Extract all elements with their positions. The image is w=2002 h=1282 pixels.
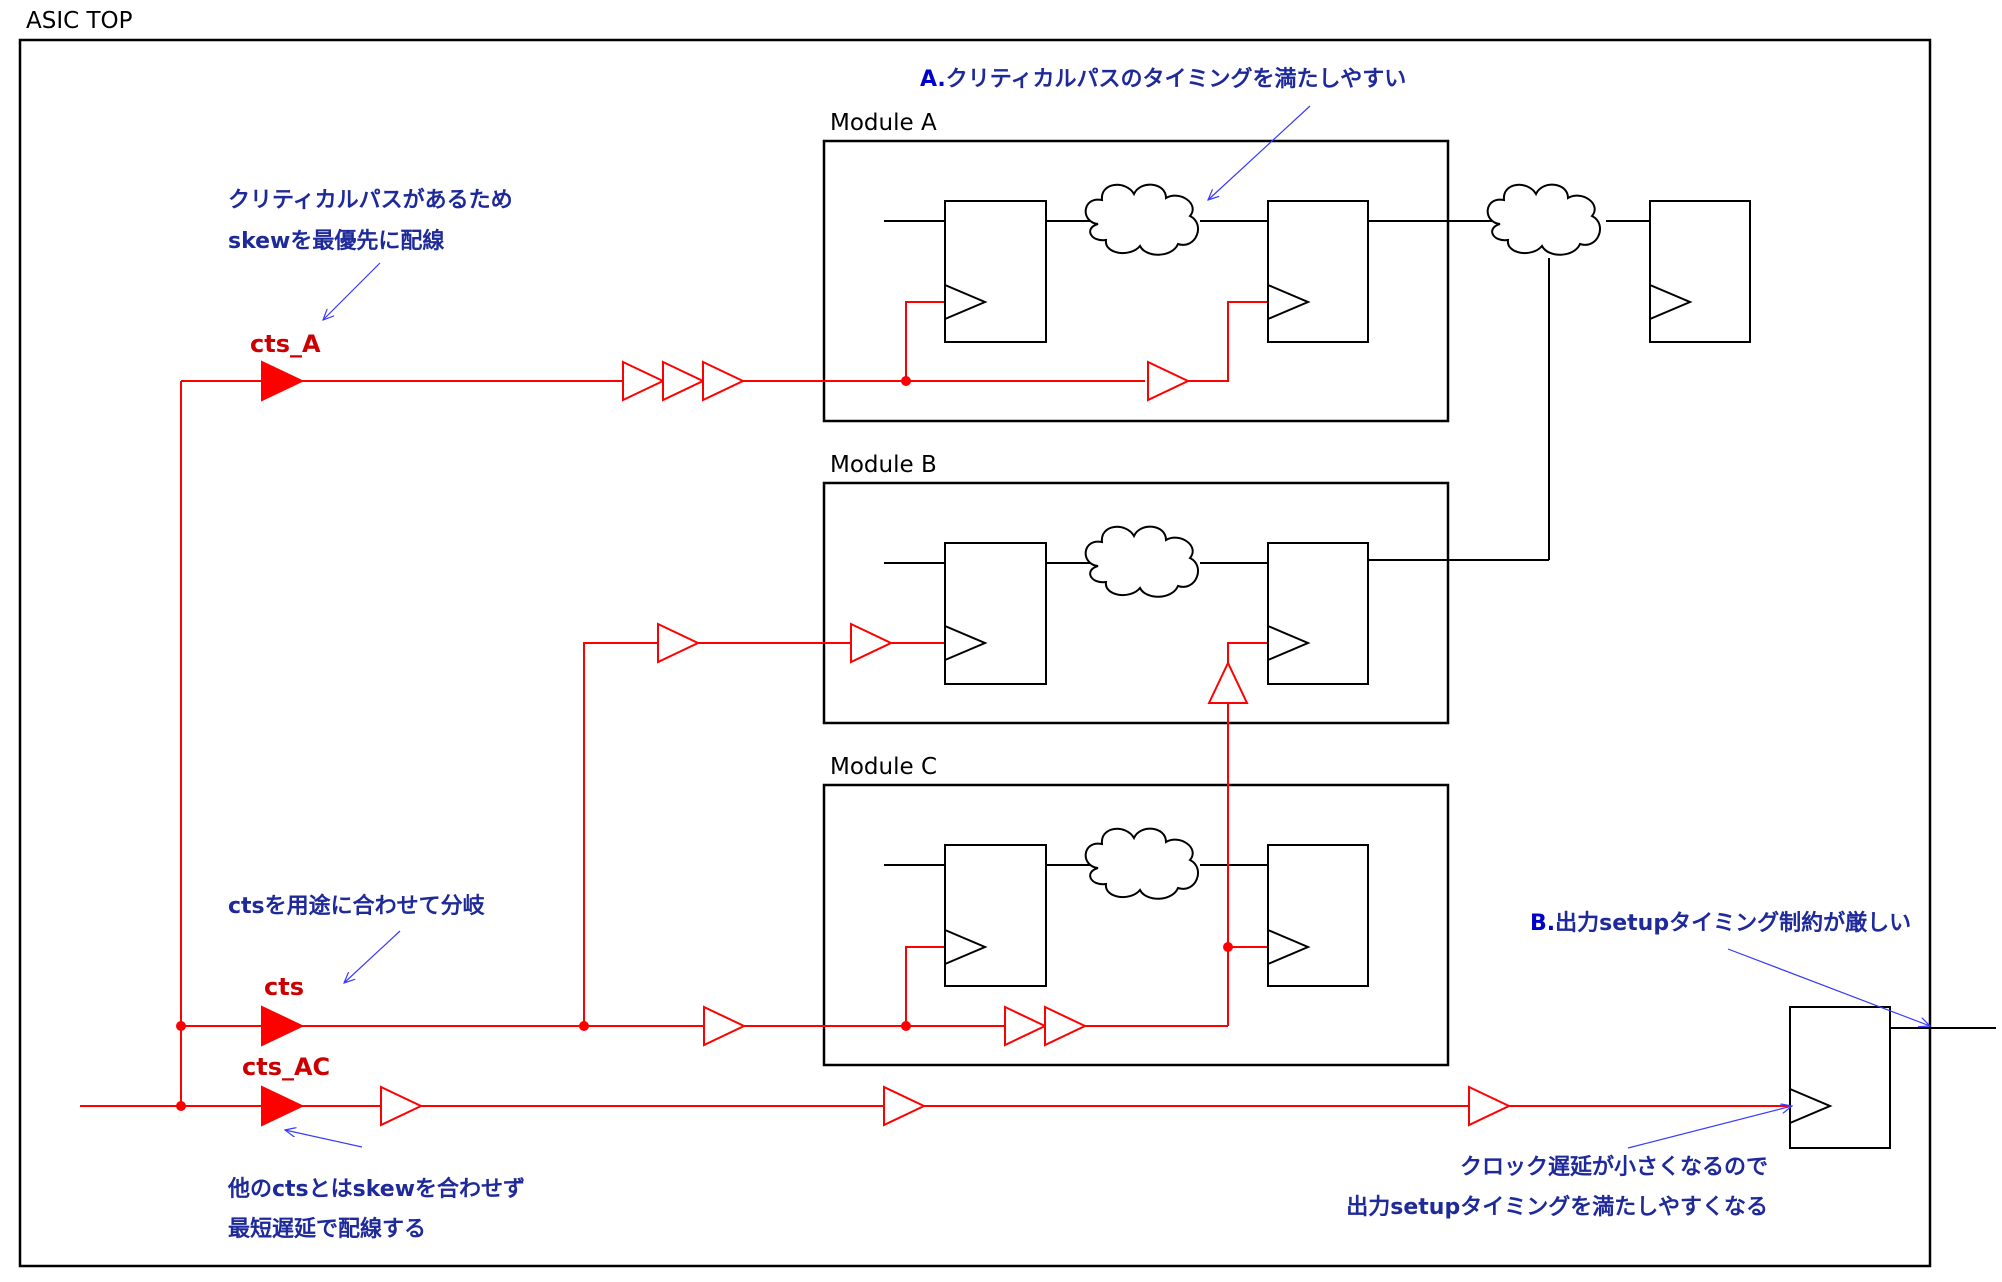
clock-pin-icon xyxy=(1267,929,1311,965)
buffer-icon xyxy=(657,622,701,664)
note-shortest-line2: 最短遅延で配線する xyxy=(228,1216,426,1242)
clock-label-cts-ac: cts_AC xyxy=(242,1053,330,1081)
buffer-icon xyxy=(1147,360,1191,402)
clock-buffers xyxy=(261,360,1512,1127)
data-wires xyxy=(884,220,1996,1029)
module-c-box xyxy=(822,783,1450,1067)
logic-cloud-icon xyxy=(1084,525,1199,598)
note-a: A.クリティカルパスのタイミングを満たしやすい xyxy=(920,66,1406,92)
ff-b1 xyxy=(944,542,1047,685)
buffer-icon xyxy=(850,622,894,664)
note-b-prefix: B. xyxy=(1530,911,1555,936)
clock-pin-icon xyxy=(1267,625,1311,661)
clock-pin-icon xyxy=(1649,284,1693,320)
buffer-icon xyxy=(1207,660,1249,704)
clock-pin-icon xyxy=(1789,1088,1833,1124)
logic-clouds xyxy=(1084,183,1601,900)
logic-cloud-icon xyxy=(1486,183,1601,256)
ff-c1 xyxy=(944,844,1047,987)
note-branch: ctsを用途に合わせて分岐 xyxy=(228,893,486,919)
clock-wires xyxy=(80,301,1790,1107)
buffer-icon xyxy=(703,1005,747,1047)
note-b-text: 出力setupタイミング制約が厳しい xyxy=(1555,910,1911,936)
ff-output xyxy=(1789,1006,1891,1149)
clock-pin-icon xyxy=(944,284,988,320)
flip-flops xyxy=(944,200,1891,1149)
junction-dots xyxy=(176,376,1233,1111)
arrow-note-branch xyxy=(344,930,401,983)
buffer-icon xyxy=(883,1085,927,1127)
buffer-icon xyxy=(622,360,666,402)
buffer-icon xyxy=(380,1085,424,1127)
note-delay-line1: クロック遅延が小さくなるので xyxy=(1460,1154,1768,1180)
module-a-box xyxy=(822,139,1450,423)
driver-cts-icon xyxy=(261,1005,305,1047)
buffer-icon xyxy=(662,360,706,402)
note-shortest-line1: 他のctsとはskewを合わせず xyxy=(227,1176,525,1202)
asic-top-label: ASIC TOP xyxy=(26,8,133,34)
arrow-note-b xyxy=(1727,948,1930,1026)
module-b-box xyxy=(822,481,1450,725)
ff-external xyxy=(1649,200,1751,343)
module-b-label: Module B xyxy=(830,452,937,478)
ff-c2 xyxy=(1267,844,1369,987)
clock-pin-icon xyxy=(944,929,988,965)
buffer-icon xyxy=(1468,1085,1512,1127)
module-c-label: Module C xyxy=(830,754,937,780)
note-critical-line1: クリティカルパスがあるため xyxy=(228,187,513,213)
asic-top-box xyxy=(18,38,1932,1268)
buffer-icon xyxy=(1004,1005,1048,1047)
ff-a1 xyxy=(944,200,1047,343)
note-critical-line2: skewを最優先に配線 xyxy=(228,228,444,254)
clock-pin-icon xyxy=(944,625,988,661)
note-a-prefix: A. xyxy=(920,67,946,92)
driver-cts-ac-icon xyxy=(261,1085,305,1127)
arrow-note-critical xyxy=(323,262,381,320)
logic-cloud-icon xyxy=(1084,827,1199,900)
buffer-icon xyxy=(1044,1005,1088,1047)
ff-a2 xyxy=(1267,200,1369,343)
module-a-label: Module A xyxy=(830,110,937,136)
clock-label-cts: cts xyxy=(264,973,304,1001)
clock-pin-icon xyxy=(1267,284,1311,320)
arrow-note-delay xyxy=(1627,1106,1792,1149)
arrow-note-a xyxy=(1208,105,1311,200)
logic-cloud-icon xyxy=(1084,183,1199,256)
note-a-text: クリティカルパスのタイミングを満たしやすい xyxy=(946,66,1406,92)
annotation-arrows xyxy=(285,105,1930,1149)
driver-cts-a-icon xyxy=(261,360,305,402)
clock-label-cts-a: cts_A xyxy=(250,330,321,358)
buffer-icon xyxy=(702,360,746,402)
note-b: B.出力setupタイミング制約が厳しい xyxy=(1530,910,1911,936)
arrow-note-shortest xyxy=(285,1130,363,1148)
note-delay-line2: 出力setupタイミングを満たしやすくなる xyxy=(1346,1194,1768,1220)
ff-b2 xyxy=(1267,542,1369,685)
